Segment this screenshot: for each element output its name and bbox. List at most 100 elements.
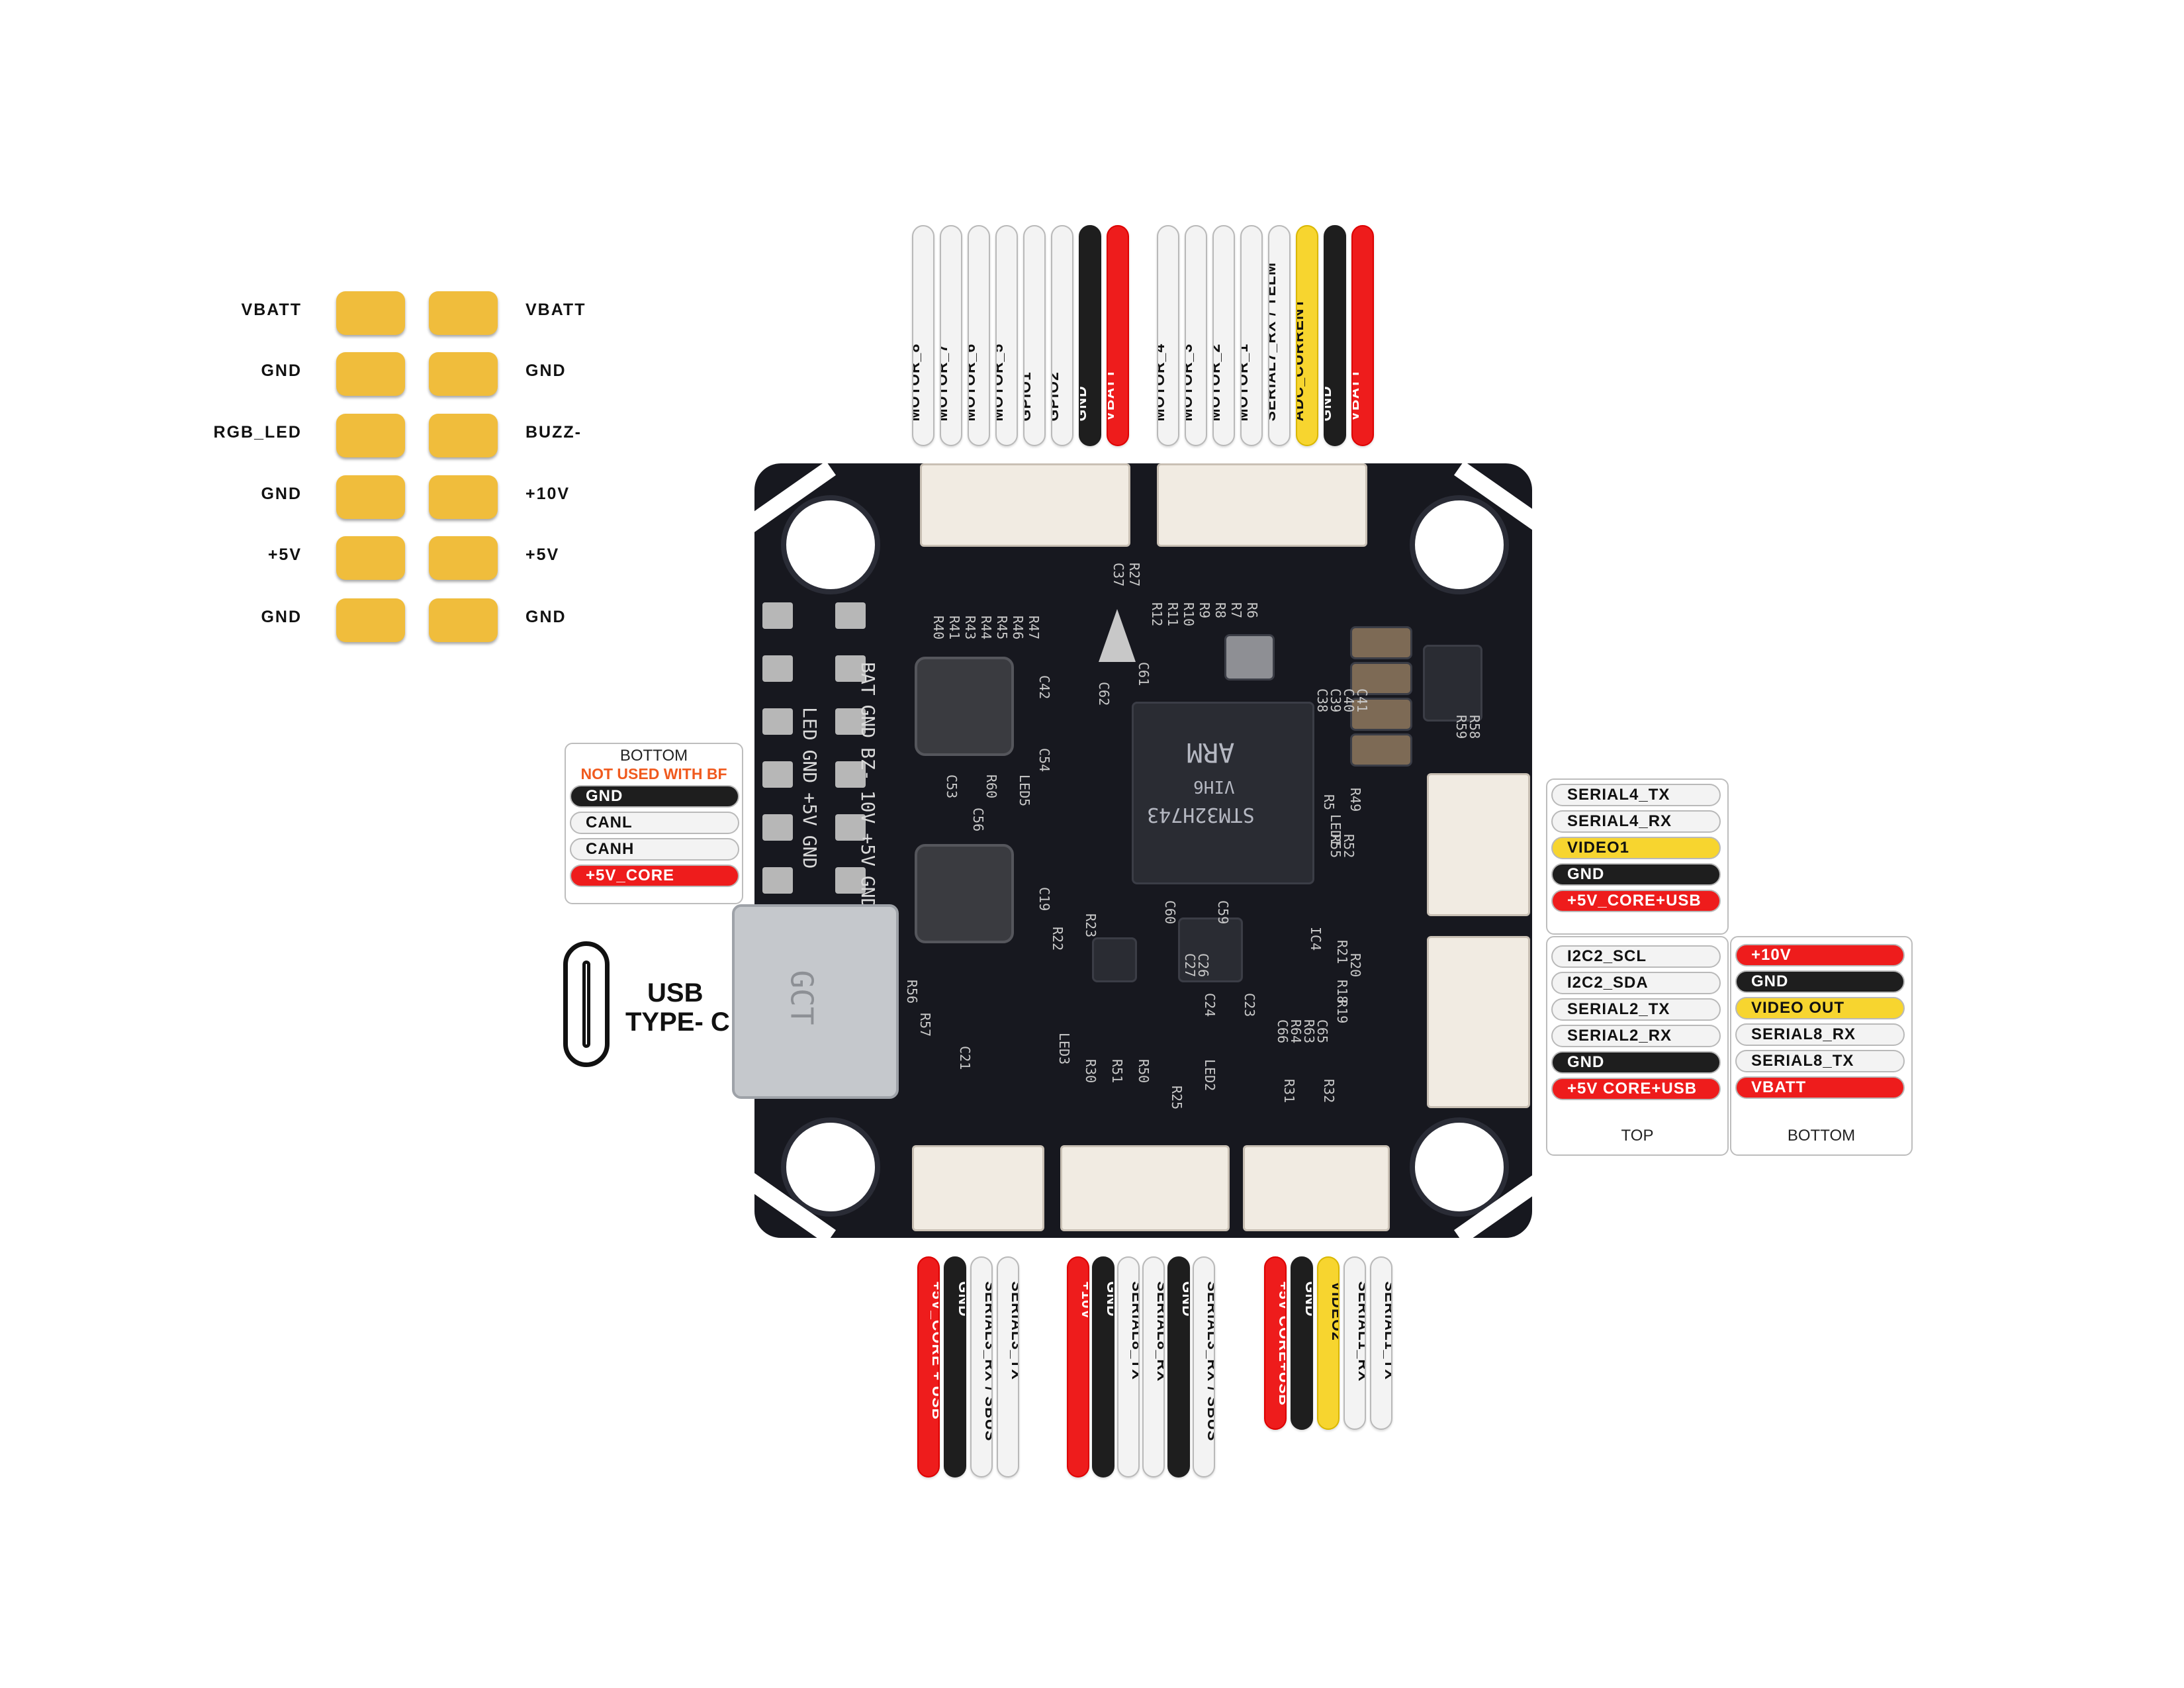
pin-label-top: MOTOR_3 bbox=[1185, 225, 1207, 446]
pin-label-text: +5V CORE+USB bbox=[1276, 1281, 1287, 1406]
pin-label-top: GND bbox=[1324, 225, 1346, 446]
silk-designator: R27 bbox=[1126, 563, 1142, 587]
pin-label-top: VBATT bbox=[1351, 225, 1374, 446]
silk-designator: C41 bbox=[1354, 688, 1370, 713]
silk-designator: R60 bbox=[983, 774, 999, 799]
silk-designator: C42 bbox=[1036, 675, 1052, 700]
top-connector-right bbox=[1157, 463, 1367, 547]
usb-c-icon bbox=[563, 941, 610, 1067]
pin-label-top: GPIO1 bbox=[1023, 225, 1046, 446]
silk-designator: LED5 bbox=[1017, 774, 1032, 807]
board-solder-pad bbox=[762, 602, 793, 629]
pin-label-top: ADC_CURRENT bbox=[1296, 225, 1318, 446]
silk-designator: R31 bbox=[1281, 1079, 1297, 1103]
silk-designator: R51 bbox=[1109, 1059, 1125, 1084]
silk-pad-label: GND bbox=[799, 835, 821, 869]
solder-pad-right bbox=[429, 291, 498, 335]
power-pad-label-left: GND bbox=[261, 361, 302, 380]
silk-designator: R22 bbox=[1050, 927, 1066, 951]
solder-pad-left bbox=[336, 475, 405, 519]
pin-label-bot: GND bbox=[944, 1256, 966, 1477]
chip-text-arm: ARM bbox=[1187, 737, 1235, 767]
pin-label-text: SERIAL1_RX bbox=[1355, 1281, 1366, 1382]
pin-label-bot: +5V_CORE + USB bbox=[917, 1256, 940, 1477]
pin-label-text: SERIAL3_RX / SBUS bbox=[982, 1281, 993, 1442]
right-connector-upper bbox=[1427, 773, 1530, 916]
solder-pad-right bbox=[429, 475, 498, 519]
solder-pad-left bbox=[336, 291, 405, 335]
solder-pad-right bbox=[429, 352, 498, 396]
pin-label-horizontal: SERIAL2_TX bbox=[1551, 998, 1721, 1021]
pin-label-horizontal: SERIAL4_TX bbox=[1551, 784, 1721, 806]
mount-hole-top-right bbox=[1410, 495, 1509, 594]
pin-label-text: SERIAL7_RX / TELM bbox=[1268, 261, 1279, 422]
silk-pad-label: +5V bbox=[799, 792, 821, 826]
mount-hole-bottom-right bbox=[1410, 1117, 1509, 1217]
pin-label-text: MOTOR_4 bbox=[1157, 343, 1167, 422]
silk-pad-label: GND bbox=[857, 704, 879, 739]
silk-designator: C53 bbox=[944, 774, 960, 799]
power-pad-label-right: +10V bbox=[525, 485, 570, 503]
pin-label-text: MOTOR_7 bbox=[940, 343, 950, 422]
solder-pad-right bbox=[429, 414, 498, 457]
pin-label-top: MOTOR_6 bbox=[968, 225, 990, 446]
power-pad-label-left: GND bbox=[261, 608, 302, 626]
silk-designator: IC4 bbox=[1308, 927, 1324, 951]
usb-c-port[interactable]: GCT bbox=[732, 904, 899, 1099]
board-solder-pad bbox=[762, 655, 793, 682]
silk-designator: R40 bbox=[931, 616, 946, 640]
direction-arrow-icon bbox=[1099, 609, 1136, 662]
mount-hole-bottom-left bbox=[781, 1117, 880, 1217]
silk-designator: C21 bbox=[957, 1046, 973, 1070]
board-solder-pad bbox=[762, 867, 793, 894]
silk-designator: C59 bbox=[1215, 900, 1231, 925]
pin-label-text: GND bbox=[956, 1281, 966, 1317]
regulator-chip bbox=[1423, 645, 1482, 722]
pin-label-horizontal: GND bbox=[1551, 863, 1721, 886]
pin-label-top: MOTOR_8 bbox=[912, 225, 934, 446]
pin-label-text: SERIAL3_RX / SBUS bbox=[1205, 1281, 1215, 1442]
silk-designator: C56 bbox=[970, 808, 986, 832]
pin-label-text: MOTOR_6 bbox=[968, 343, 978, 422]
silk-designator: R11 bbox=[1165, 602, 1181, 627]
pin-label-text: VBATT bbox=[1351, 368, 1362, 422]
pin-label-top: GND bbox=[1079, 225, 1101, 446]
can-box-note: NOT USED WITH BF bbox=[580, 765, 727, 782]
silk-designator: LED1 bbox=[1328, 814, 1343, 847]
pin-label-horizontal: I2C2_SCL bbox=[1551, 945, 1721, 968]
pin-label-horizontal: +5V_CORE+USB bbox=[1551, 890, 1721, 912]
silk-designator: R25 bbox=[1169, 1086, 1185, 1110]
pin-label-horizontal: SERIAL8_RX bbox=[1735, 1023, 1905, 1046]
pin-label-bot: GND bbox=[1167, 1256, 1190, 1477]
silk-designator: R47 bbox=[1026, 616, 1042, 640]
silk-designator: R50 bbox=[1136, 1059, 1152, 1084]
silk-designator: R5 bbox=[1321, 794, 1337, 811]
pin-label-top: MOTOR_2 bbox=[1212, 225, 1235, 446]
pin-label-horizontal: +5V_CORE bbox=[570, 865, 739, 887]
silk-designator: R49 bbox=[1347, 788, 1363, 812]
silk-designator: R46 bbox=[1010, 616, 1026, 640]
bottom-connector-2 bbox=[1060, 1145, 1230, 1231]
power-pad-label-left: +5V bbox=[267, 545, 302, 564]
pin-label-top: MOTOR_1 bbox=[1240, 225, 1263, 446]
can-box-caption: BOTTOM bbox=[619, 747, 688, 765]
board-solder-pad bbox=[835, 814, 866, 841]
solder-pad-right bbox=[429, 598, 498, 642]
inductor-1 bbox=[915, 657, 1014, 756]
silk-designator: C37 bbox=[1111, 563, 1126, 587]
silk-designator: C24 bbox=[1202, 993, 1218, 1017]
silk-pad-label: 10V bbox=[857, 790, 879, 824]
pin-label-text: GND bbox=[1079, 385, 1089, 422]
pin-label-bot: SERIAL8_TX bbox=[1117, 1256, 1140, 1477]
pin-label-bot: SERIAL3_RX / SBUS bbox=[1193, 1256, 1215, 1477]
pin-label-text: VBATT bbox=[1107, 368, 1117, 422]
pin-label-horizontal: VIDEO OUT bbox=[1735, 997, 1905, 1019]
mount-hole-top-left bbox=[781, 495, 880, 594]
pin-label-text: MOTOR_1 bbox=[1240, 343, 1251, 422]
silk-designator: LED3 bbox=[1056, 1033, 1072, 1065]
silk-designator: C60 bbox=[1162, 900, 1178, 925]
pin-label-horizontal: VIDEO1 bbox=[1551, 837, 1721, 859]
pin-label-bot: SERIAL3_TX bbox=[997, 1256, 1019, 1477]
